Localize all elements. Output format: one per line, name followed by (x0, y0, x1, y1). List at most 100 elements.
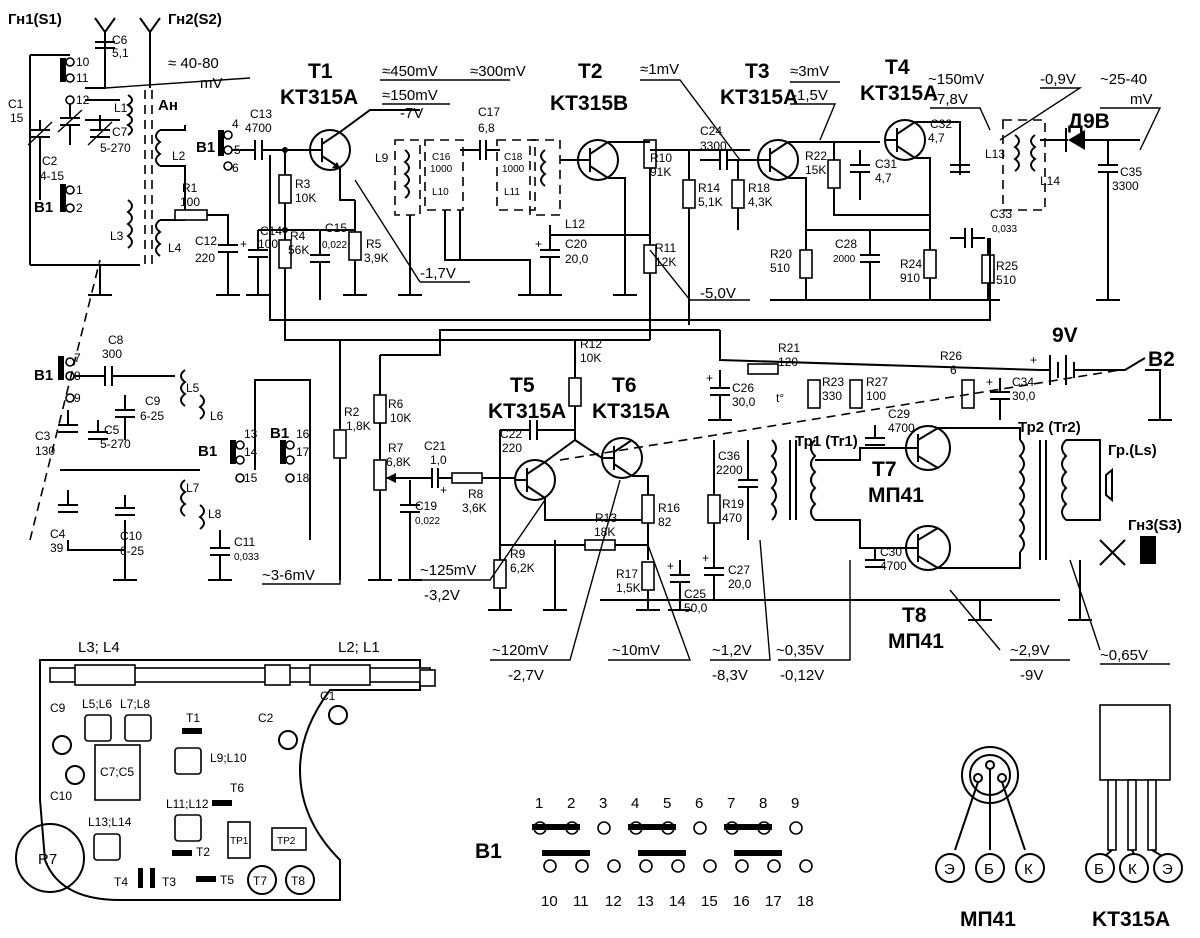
jack-s3-plug (1140, 536, 1156, 564)
r1-ref: R1 (182, 181, 198, 195)
tr1-label: Тр1 (Tr1) (795, 433, 858, 450)
m18-dc: -9V (1020, 667, 1043, 684)
b1-contact-bottom-label-12: 12 (605, 893, 622, 910)
r21-symbol (747, 363, 779, 375)
t4-ref: T4 (885, 56, 910, 79)
b1-pin2-label: 2 (76, 201, 83, 215)
l9-ref: L9 (375, 151, 389, 165)
pcb-coil-l2 (264, 664, 291, 686)
b1-contact-bottom-13 (639, 859, 653, 873)
m7-dc: -7,8V (932, 91, 968, 108)
kt315a-pinout: Б К Э KT315A (1085, 704, 1183, 931)
b1-pin4-label: 4 (232, 117, 239, 131)
r9-value: 6,2K (510, 561, 535, 575)
bus-e (719, 330, 1041, 371)
m17-dc: -0,12V (780, 667, 824, 684)
b1-pin17-label: 17 (296, 445, 310, 459)
m1-unit: mV (200, 75, 223, 92)
b1-bottom-bar-0 (542, 850, 590, 856)
c24-value: 3300 (700, 139, 727, 153)
pcb-t8 (285, 865, 315, 895)
pcb-c2 (278, 730, 298, 750)
connector-s1-label: Гн1(S1) (8, 11, 62, 28)
t5-ref: T5 (510, 374, 535, 397)
c14-symbol (246, 230, 270, 296)
r6-symbol (373, 394, 387, 424)
b1-pin12-label: 12 (76, 93, 90, 107)
l2-ref: L2 (172, 149, 186, 163)
l14-coil (1030, 134, 1037, 172)
r1-wire (207, 214, 229, 245)
r11-value: 12K (655, 255, 676, 269)
r7-symbol (373, 459, 387, 491)
b1-contact-bottom-16 (735, 859, 749, 873)
c29-symbol (865, 425, 885, 446)
m4-dc: -7V (400, 105, 423, 122)
r9-ref: R9 (510, 547, 526, 561)
l9-ground (398, 215, 422, 296)
r18-value: 4,3K (748, 195, 773, 209)
pcb-l13l14-label: L13;L14 (88, 815, 132, 829)
m16-leader (710, 539, 771, 661)
c21-ref: C21 (424, 439, 446, 453)
tr2-label: Тр2 (Tr2) (1018, 419, 1081, 436)
input-section: Гн1(S1) Гн2(S2) C6 5,1 ≈ 40-80 mV C1 15 … (8, 11, 389, 300)
c24-symbol (700, 150, 758, 170)
c33-ref: C33 (990, 207, 1012, 221)
c32-ref: C32 (930, 117, 952, 131)
mp41-pin-e-label: Э (944, 861, 955, 878)
speaker-label: Гр.(Ls) (1108, 442, 1157, 459)
r24-value: 910 (900, 271, 920, 285)
c16-value: 1000 (430, 164, 453, 175)
c6-value: 5,1 (112, 46, 129, 60)
c1-value: 15 (10, 111, 24, 125)
c25-value: 50,0 (684, 601, 708, 615)
c21-value: 1,0 (430, 453, 447, 467)
c29-value: 4700 (888, 421, 915, 435)
c25-plus: + (667, 559, 674, 573)
c17-ref: C17 (478, 105, 500, 119)
pcb-tp1 (227, 821, 251, 859)
r26-value: 6 (950, 363, 957, 377)
l3-coil (126, 199, 133, 249)
tr1-core (789, 440, 797, 520)
c26-value: 30,0 (732, 395, 756, 409)
pcb-t7 (247, 865, 277, 895)
r25-ref: R25 (996, 259, 1018, 273)
pcb-t7-label: T7 (253, 874, 267, 888)
c20-symbol (538, 225, 562, 296)
pcb-c9 (52, 735, 72, 755)
kt315a-pin-b (1085, 853, 1115, 883)
m7-value: ~150mV (928, 71, 984, 88)
l11-shield (496, 139, 536, 211)
c5-symbol (88, 420, 108, 440)
b1-contact-bottom-18 (799, 859, 813, 873)
c18-value: 1000 (502, 164, 525, 175)
b1-contact-bottom-label-14: 14 (669, 893, 686, 910)
t1-ref: T1 (308, 60, 333, 83)
l10-ref: L10 (432, 187, 449, 198)
m2-value: ≈450mV (382, 63, 438, 80)
l2-coil (155, 129, 162, 167)
r6-ref: R6 (388, 397, 404, 411)
b1-contact-bottom-label-13: 13 (637, 893, 654, 910)
r11-ref: R11 (655, 241, 676, 255)
t4-symbol (884, 119, 926, 161)
r3-symbol (278, 174, 292, 204)
c11-value: 0,033 (234, 552, 259, 563)
r5-wire (343, 200, 367, 296)
c17-symbol (460, 140, 500, 160)
c10-symbol (115, 495, 135, 516)
c32-value: 4,7 (928, 131, 945, 145)
b1-pin1-label: 1 (76, 183, 83, 197)
c4-symbol (58, 490, 78, 513)
c25-ref: C25 (684, 587, 706, 601)
r12-ref: R12 (580, 337, 602, 351)
r7-value: 6,8K (386, 455, 411, 469)
c25-symbol (668, 560, 692, 611)
tr2-secondary (1061, 439, 1068, 521)
t3-symbol (757, 139, 799, 181)
m14-dc: -2,7V (508, 667, 544, 684)
r13-symbol (584, 539, 616, 551)
t4-wires (915, 121, 961, 250)
